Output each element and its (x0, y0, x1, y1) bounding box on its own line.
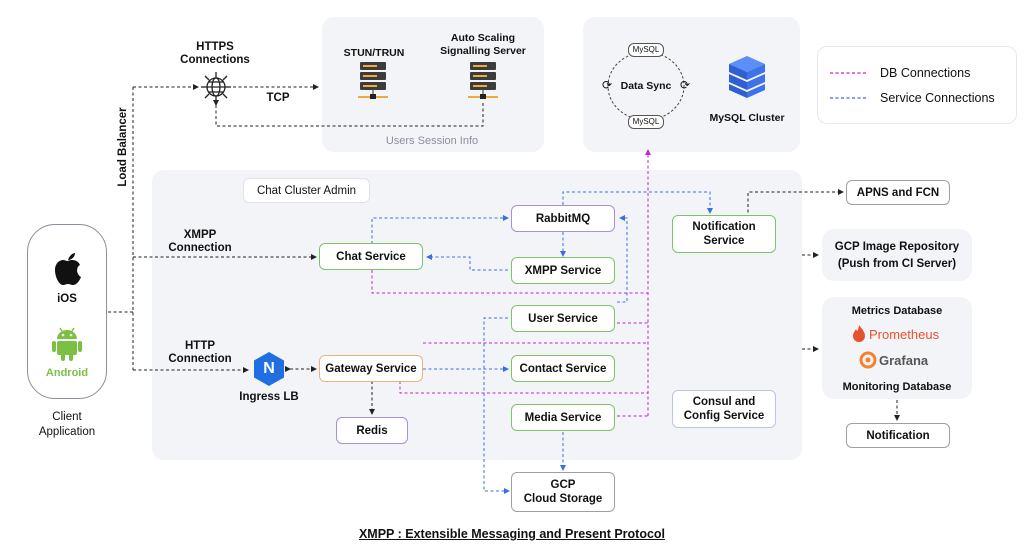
ingress-lb-letter: N (263, 360, 275, 377)
signalling-label-line2: Signalling Server (440, 45, 526, 57)
android-label: Android (45, 367, 89, 379)
gateway-service-node[interactable]: Gateway Service (319, 355, 423, 382)
ingress-lb-icon[interactable]: N (250, 350, 288, 388)
xmpp-service-node[interactable]: XMPP Service (511, 257, 615, 284)
apns-fcn-node[interactable]: APNS and FCN (846, 180, 950, 205)
mysql-tag-bottom: MySQL (628, 115, 664, 129)
gcp-repo-line2: (Push from CI Server) (837, 258, 957, 270)
stun-trun-label: STUN/TRUN (343, 47, 405, 59)
https-label-line2: Connections (180, 54, 250, 66)
stun-server-icon (358, 60, 388, 102)
mysql-cluster-icon (727, 54, 767, 100)
gcp-storage-line2: Cloud Storage (523, 493, 603, 505)
rabbitmq-node[interactable]: RabbitMQ (511, 205, 615, 232)
gcp-repo-panel (822, 229, 972, 281)
data-sync-label: Data Sync (620, 80, 672, 92)
metrics-panel (822, 297, 972, 399)
signalling-label-line1: Auto Scaling (450, 32, 516, 44)
users-session-panel (322, 17, 544, 152)
contact-service-node[interactable]: Contact Service (511, 355, 615, 382)
legend-line-samples (830, 72, 868, 99)
footer-caption: XMPP : Extensible Messaging and Present … (358, 527, 666, 541)
redis-node[interactable]: Redis (336, 417, 408, 444)
chat-cluster-admin[interactable]: Chat Cluster Admin (243, 178, 370, 203)
gcp-cloud-storage-node[interactable]: GCP Cloud Storage (511, 472, 615, 512)
notification-service-node[interactable]: Notification Service (672, 215, 776, 253)
gcp-storage-line1: GCP (550, 479, 576, 491)
apple-icon (52, 250, 84, 286)
client-device-frame (27, 224, 107, 399)
ingress-lb-label: Ingress LB (239, 391, 299, 403)
mysql-cluster-label: MySQL Cluster (709, 112, 785, 124)
sync-left-icon: ⟳ (602, 78, 613, 92)
users-session-info-label: Users Session Info (385, 135, 479, 147)
xmpp-connection-line2: Connection (168, 242, 232, 254)
notification-node[interactable]: Notification (846, 423, 950, 448)
http-connection-line1: HTTP (184, 340, 216, 352)
legend-service-connections: Service Connections (880, 91, 995, 105)
mysql-tag-top: MySQL (628, 43, 664, 57)
signalling-server-icon (468, 60, 498, 102)
ios-label: iOS (57, 293, 77, 305)
http-connection-line2: Connection (168, 353, 232, 365)
prometheus-icon (851, 324, 867, 342)
xmpp-connection-line1: XMPP (183, 229, 217, 241)
monitoring-database-label: Monitoring Database (842, 381, 952, 393)
grafana-icon (859, 351, 877, 369)
globe-network-icon (199, 70, 233, 104)
prometheus-label: Prometheus (869, 327, 940, 342)
consul-line1: Consul and (692, 396, 756, 408)
data-sync-ring (598, 44, 694, 128)
gcp-repo-line1: GCP Image Repository (834, 241, 960, 253)
database-panel (583, 17, 800, 152)
tcp-label: TCP (266, 92, 290, 104)
notification-service-line2: Service (703, 235, 745, 247)
consul-line2: Config Service (683, 410, 765, 422)
load-balancer-label: Load Balancer (117, 107, 129, 187)
notification-service-line1: Notification (692, 221, 756, 233)
client-title-line1: Client (52, 411, 82, 423)
client-title-line2: Application (38, 426, 96, 438)
metrics-database-title: Metrics Database (851, 305, 943, 317)
https-label-line1: HTTPS (196, 41, 234, 53)
legend-db-connections: DB Connections (880, 66, 971, 80)
grafana-label: Grafana (879, 353, 929, 368)
consul-config-node[interactable]: Consul and Config Service (672, 390, 776, 428)
legend: DB Connections Service Connections (817, 46, 1017, 124)
sync-right-icon: ⟳ (680, 78, 691, 92)
android-icon (51, 326, 83, 362)
media-service-node[interactable]: Media Service (511, 404, 615, 431)
user-service-node[interactable]: User Service (511, 305, 615, 332)
chat-service-node[interactable]: Chat Service (319, 243, 423, 270)
